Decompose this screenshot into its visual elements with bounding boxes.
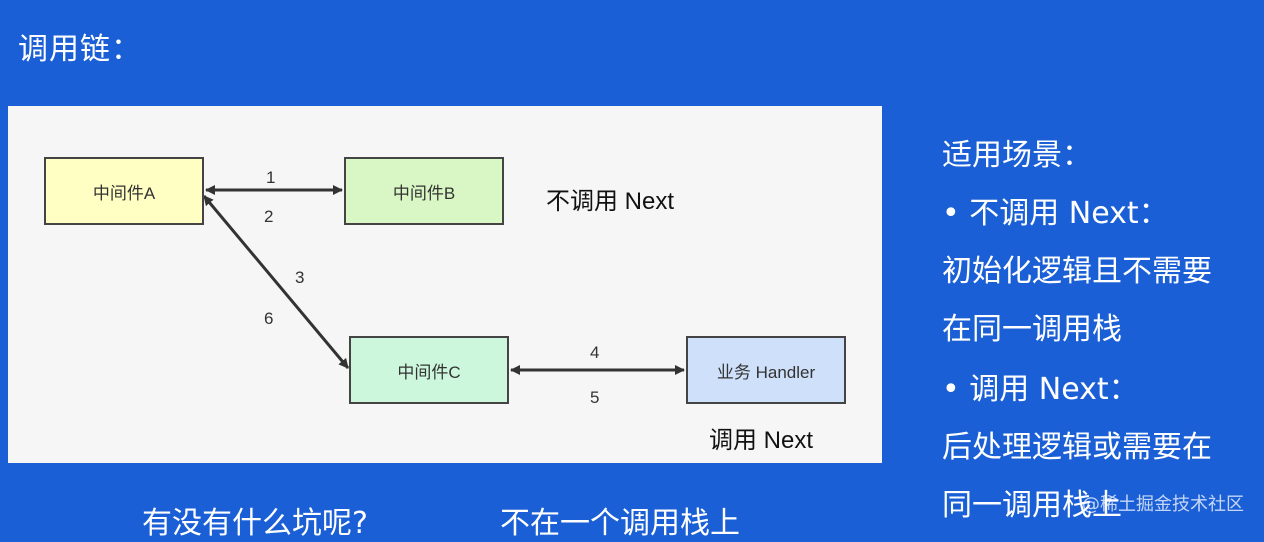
diagram-panel: 中间件A 中间件B 中间件C 业务 Handler 1 2 3 6 4 5 不调…	[8, 106, 882, 463]
slide-title: 调用链：	[18, 32, 142, 67]
edge-label-5: 5	[590, 388, 600, 407]
arrows-layer	[202, 185, 685, 375]
node-middleware-a: 中间件A	[44, 157, 204, 225]
edge-label-4: 4	[590, 343, 600, 362]
note-no-next: 不调用 Next	[546, 188, 675, 215]
arrow-a-c	[202, 195, 350, 369]
side-bullet-1-line-1: 初始化逻辑且不需要	[942, 254, 1212, 289]
side-bullet-1-line-2: 在同一调用栈	[942, 312, 1122, 347]
side-bullet-1: • 不调用 Next：	[942, 196, 1169, 231]
note-call-next: 调用 Next	[709, 427, 814, 454]
bottom-question: 有没有什么坑呢?	[142, 506, 368, 541]
node-middleware-b: 中间件B	[344, 157, 504, 225]
bottom-answer: 不在一个调用栈上	[500, 506, 740, 541]
edge-label-3: 3	[295, 268, 305, 287]
watermark: @稀土掘金技术社区	[1082, 494, 1244, 515]
side-heading: 适用场景：	[942, 138, 1092, 173]
edge-label-6: 6	[264, 309, 274, 328]
side-bullet-2-line-2: 同一调用栈上	[942, 488, 1122, 523]
side-bullet-2-line-1: 后处理逻辑或需要在	[942, 430, 1212, 465]
node-middleware-c: 中间件C	[349, 336, 509, 404]
edge-label-1: 1	[266, 168, 276, 187]
node-business-handler: 业务 Handler	[686, 336, 846, 404]
side-bullet-2: • 调用 Next：	[942, 372, 1139, 407]
edge-label-2: 2	[264, 207, 274, 226]
